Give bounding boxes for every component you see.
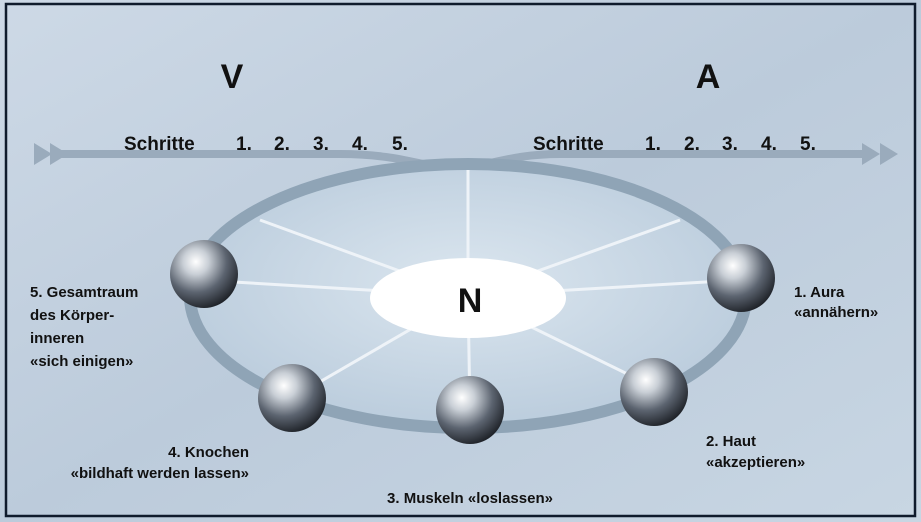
right-step-5: 5.	[800, 134, 816, 155]
right-step-4: 4.	[761, 134, 777, 155]
right-step-3: 3.	[722, 134, 738, 155]
node-label-1: 1. Aura «annähern»	[794, 284, 878, 321]
left-step-3: 3.	[313, 134, 329, 155]
node-label-4: 4. Knochen «bildhaft werden lassen»	[71, 444, 249, 482]
center-ellipse	[370, 258, 566, 338]
node-5-line-1: 5. Gesamtraum	[30, 284, 138, 301]
right-step-1: 1.	[645, 134, 661, 155]
node-ball-1	[707, 244, 775, 312]
arrowhead-left-2	[50, 143, 68, 165]
left-step-2: 2.	[274, 134, 290, 155]
node-1-line-1: 1. Aura	[794, 284, 845, 301]
arrowhead-left-1	[34, 143, 52, 165]
left-step-1: 1.	[236, 134, 252, 155]
node-label-2: 2. Haut «akzeptieren»	[706, 433, 805, 471]
arrowhead-right-1	[862, 143, 880, 165]
right-steps-word: Schritte	[533, 134, 604, 155]
node-5-line-2: des Körper-	[30, 307, 114, 324]
node-ball-3	[436, 376, 504, 444]
center-letter: N	[458, 282, 483, 320]
right-step-2: 2.	[684, 134, 700, 155]
node-1-line-2: «annähern»	[794, 304, 878, 321]
panel-frame	[4, 2, 917, 518]
node-ball-4	[258, 364, 326, 432]
left-step-5: 5.	[392, 134, 408, 155]
node-label-3: 3. Muskeln «loslassen»	[387, 490, 553, 507]
node-5-line-4: «sich einigen»	[30, 353, 133, 370]
node-label-5: 5. Gesamtraum des Körper- inneren «sich …	[30, 284, 138, 370]
node-4-line-2: «bildhaft werden lassen»	[71, 465, 249, 482]
node-ball-2	[620, 358, 688, 426]
node-2-line-1: 2. Haut	[706, 433, 756, 450]
node-2-line-2: «akzeptieren»	[706, 454, 805, 471]
node-5-line-3: inneren	[30, 330, 84, 347]
node-3-line-1: 3. Muskeln «loslassen»	[387, 490, 553, 507]
node-ball-5	[170, 240, 238, 308]
arrowhead-right-2	[880, 143, 898, 165]
left-step-4: 4.	[352, 134, 368, 155]
letter-a: A	[696, 58, 721, 96]
node-4-line-1: 4. Knochen	[168, 444, 249, 461]
letter-v: V	[221, 58, 244, 96]
left-steps-word: Schritte	[124, 134, 195, 155]
